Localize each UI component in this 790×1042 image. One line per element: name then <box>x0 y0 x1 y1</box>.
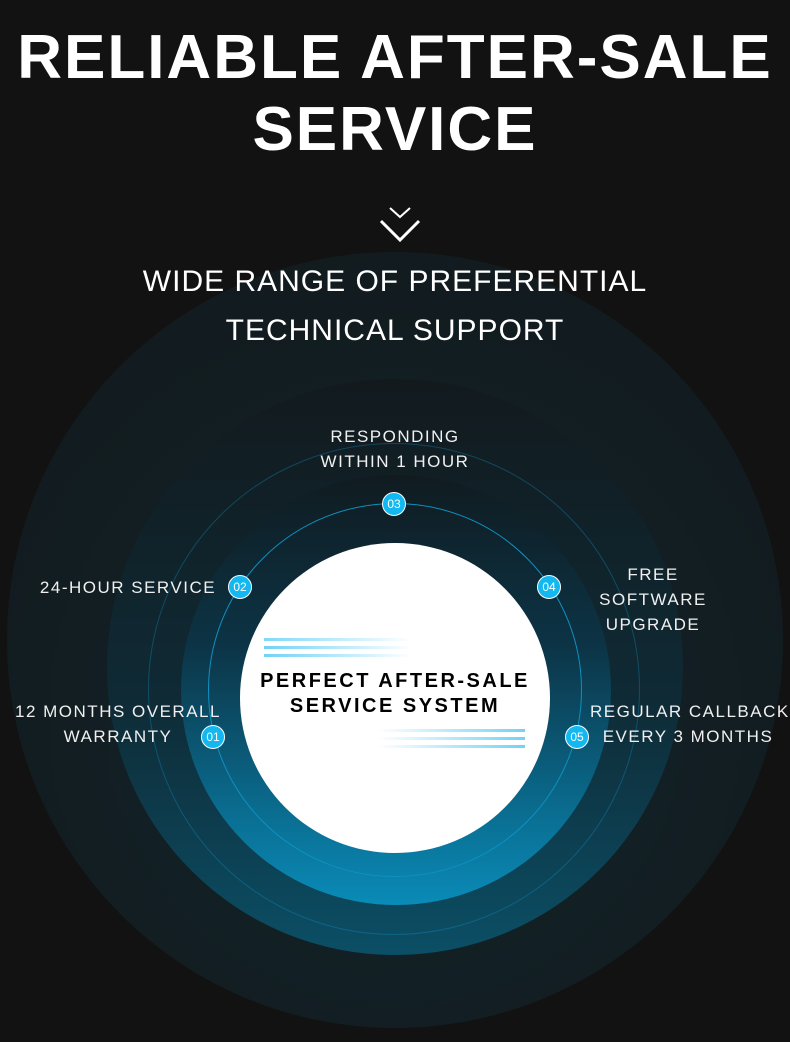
item-label-02: 24-HOUR SERVICE <box>30 575 226 600</box>
label-line: EVERY 3 MONTHS <box>602 727 774 746</box>
item-label-01: 12 MONTHS OVERALL WARRANTY <box>0 699 236 749</box>
badge-05: 05 <box>565 725 589 749</box>
badge-04: 04 <box>537 575 561 599</box>
badge-02: 02 <box>228 575 252 599</box>
decor-bar <box>264 638 412 641</box>
label-line: FREE <box>627 565 679 584</box>
item-label-03: RESPONDING WITHIN 1 HOUR <box>295 424 495 474</box>
center-title-line-1: PERFECT AFTER-SALE <box>260 670 530 692</box>
decor-bar <box>264 646 412 649</box>
subtitle-line-1: WIDE RANGE OF PREFERENTIAL <box>142 265 648 298</box>
item-label-04: FREE SOFTWARE UPGRADE <box>583 562 723 637</box>
title-line-1: RELIABLE AFTER-SALE <box>17 23 773 92</box>
label-line: SOFTWARE <box>599 590 707 609</box>
item-label-05: REGULAR CALLBACK EVERY 3 MONTHS <box>590 699 790 749</box>
subtitle-line-2: TECHNICAL SUPPORT <box>225 314 565 347</box>
label-line: WITHIN 1 HOUR <box>320 452 470 471</box>
badge-03: 03 <box>382 492 406 516</box>
title-line-2: SERVICE <box>252 95 538 164</box>
label-line: 24-HOUR SERVICE <box>39 578 217 597</box>
badge-01: 01 <box>201 725 225 749</box>
label-line: WARRANTY <box>63 727 173 746</box>
double-chevron-down-icon <box>379 207 421 243</box>
decor-bar <box>378 729 525 732</box>
label-line: UPGRADE <box>605 615 701 634</box>
center-circle <box>240 543 550 853</box>
label-line: RESPONDING <box>330 427 460 446</box>
decor-bar <box>378 745 525 748</box>
decor-bar <box>378 737 525 740</box>
label-line: 12 MONTHS OVERALL <box>15 702 221 721</box>
label-line: REGULAR CALLBACK <box>590 702 790 721</box>
center-title-line-2: SERVICE SYSTEM <box>289 695 501 717</box>
thin-line-outer <box>148 443 640 935</box>
decor-bar <box>264 654 412 657</box>
